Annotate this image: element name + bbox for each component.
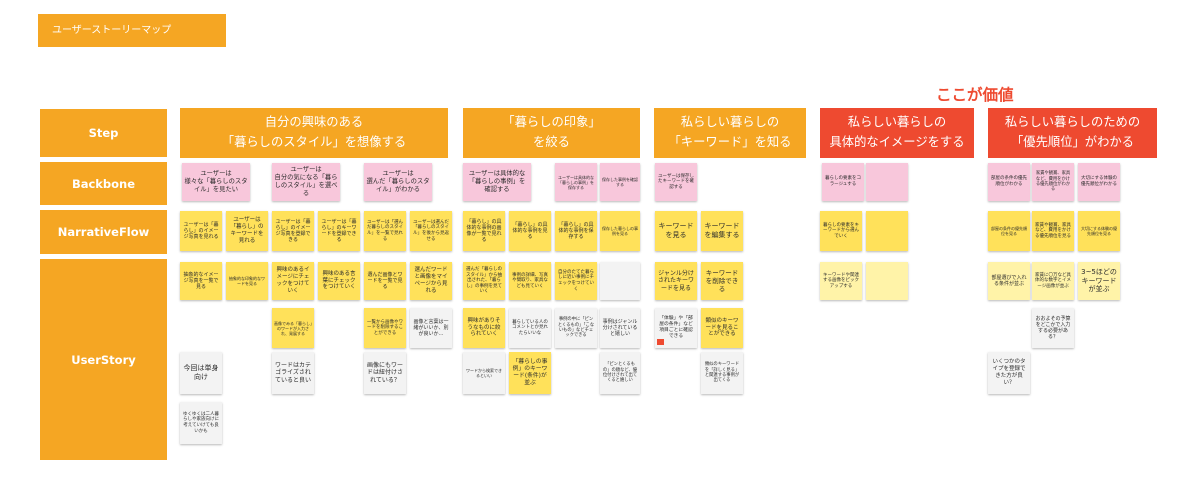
backbone-note[interactable]: ユーザーは 自分の気になる「暮らしのスタイル」を選べる	[272, 163, 340, 201]
user-story-note[interactable]: 家賃に〇万など具体的な数字とイメージ画像が並ぶ	[1032, 262, 1074, 300]
user-story-note[interactable]: 事例の詳細、写真や間取り、家具なども見ていく	[509, 262, 551, 300]
user-story-note[interactable]: 事例の中に「ピンとくるもの」「こないもの」などチェックできる	[555, 308, 597, 348]
narrative-note[interactable]: ユーザーは「選んだ暮らしのスタイル」を一覧で見れる	[364, 211, 406, 251]
user-story-note[interactable]: 興味のある言葉にチェックをつけていく	[318, 262, 360, 300]
narrative-note[interactable]: ユーザーは「暮らし」のキーワードを見れる	[226, 211, 268, 251]
empty-sticky-note[interactable]	[866, 211, 908, 251]
step-header-1[interactable]: 自分の興味のある 「暮らしのスタイル」を想像する	[180, 108, 448, 158]
narrative-note[interactable]: ユーザーは「暮らし」のイメージ写真を見れる	[180, 211, 222, 251]
user-story-note[interactable]: 選んだワードと画像をマイページから見れる	[410, 262, 452, 300]
user-story-note[interactable]: いくつかのタイプを登録できた方が良い？	[988, 352, 1030, 394]
narrative-note[interactable]: 「暮らし」の具体的な事例を見る	[509, 211, 551, 251]
user-story-note[interactable]: 事例はジャンル分けされていると嬉しい	[600, 308, 640, 348]
narrative-note[interactable]: 「暮らし」の具体的な事例の画像が一覧で見れる	[463, 211, 505, 251]
backbone-note[interactable]: 部屋の条件の優先順位がわかる	[988, 163, 1030, 201]
narrative-note[interactable]: ユーザーは選んだ「暮らしのスタイル」を後から見返せる	[410, 211, 452, 251]
user-story-note[interactable]: 画像と言葉は一緒がいいか、別が良いか…	[410, 308, 452, 348]
user-story-note[interactable]: キーワードを削除できる	[701, 262, 743, 300]
user-story-note[interactable]: 抽象的なイメージ写真を一覧で見る	[180, 262, 222, 300]
narrative-note[interactable]: キーワードを編集する	[701, 211, 743, 251]
backbone-note[interactable]: 保存した事例を確認する	[600, 163, 640, 201]
narrative-note[interactable]: 保存した暮らしの事例を見る	[600, 211, 640, 251]
board-title[interactable]: ユーザーストーリーマップ	[38, 14, 226, 47]
narrative-note[interactable]: 暮らしの要素をキーワードから選んでいく	[820, 211, 862, 251]
user-story-note[interactable]: 「ピンとくるもの」の順など、優位付けされて出てくると嬉しい	[600, 352, 640, 394]
user-story-note[interactable]: 選んだ画像とワードを一覧で見る	[364, 262, 406, 300]
backbone-note[interactable]: ユーザーは具体的な「暮らしの事例」を保存する	[555, 163, 597, 201]
row-label-narrative-flow[interactable]: NarrativeFlow	[40, 210, 167, 254]
user-story-note[interactable]: ゆくゆくは二人暮らしや家族向けに考えていけても良いかも	[180, 402, 222, 444]
empty-sticky-note[interactable]	[600, 262, 640, 300]
user-story-note[interactable]: 画像にもワードは紐付けされている？	[364, 352, 406, 394]
user-story-note[interactable]: 興味のあるイメージにチェックをつけていく	[272, 262, 314, 300]
user-story-note[interactable]: ジャンル分けされたキーワードを見る	[655, 262, 697, 300]
user-story-note[interactable]: 今回は単身向け	[180, 352, 222, 394]
empty-sticky-note[interactable]	[866, 262, 908, 300]
backbone-note[interactable]: 大切にする体験の優先順位がわかる	[1078, 163, 1120, 201]
user-story-note[interactable]: キーワードや関連する画像をピックアップする	[820, 262, 862, 300]
step-header-3[interactable]: 私らしい暮らしの 「キーワード」を知る	[654, 108, 806, 158]
narrative-note[interactable]: 部屋の条件の優先順位を見る	[988, 211, 1030, 251]
backbone-note[interactable]: ユーザーは 選んだ「暮らしのスタイル」がわかる	[364, 163, 432, 201]
step-header-5[interactable]: 私らしい暮らしのための 「優先順位」がわかる	[988, 108, 1157, 158]
user-story-note[interactable]: 画像でみる「暮らし」のワードが入力され、発展する	[272, 308, 314, 348]
user-story-note[interactable]: 自分のたてた暮らしに近い事例にチェックをつけていく	[555, 262, 597, 300]
user-story-note[interactable]: 3~5ほどのキーワードが並ぶ	[1078, 262, 1120, 300]
user-story-note[interactable]: おおよその予算をどこかで入力する必要がある？	[1032, 308, 1074, 348]
row-label-user-story[interactable]: UserStory	[40, 259, 167, 460]
user-story-note[interactable]: 一覧から画像やワードを削除することができる	[364, 308, 406, 348]
user-story-note[interactable]: 暮らしている人のコメントとか見れたらいいな	[509, 308, 551, 348]
red-marker	[657, 339, 664, 345]
empty-sticky-note[interactable]	[866, 163, 908, 201]
narrative-note[interactable]: ユーザーは「暮らし」のイメージ写真を登録できる	[272, 211, 314, 251]
step-header-4[interactable]: 私らしい暮らしの 具体的なイメージをする	[820, 108, 974, 158]
user-story-note[interactable]: 類似のキーワードを「詳しく見る」と関連する事例が出てくる	[701, 352, 743, 394]
user-story-note[interactable]: ワードから検索できるといい	[463, 352, 505, 394]
backbone-note[interactable]: ユーザーは具体的な 「暮らしの事例」を 確認する	[463, 163, 531, 201]
backbone-note[interactable]: ユーザーは保存したキーワードを確認する	[655, 163, 697, 201]
backbone-note[interactable]: 家賃や観賞、家具など、費用をかける優先順位がわかる	[1032, 163, 1074, 201]
value-callout-text[interactable]: ここが価値	[936, 86, 1014, 104]
user-story-note[interactable]: 部屋選びで入れる条件が並ぶ	[988, 262, 1030, 300]
user-story-note[interactable]: 類似のキーワードを見ることができる	[701, 308, 743, 348]
narrative-note[interactable]: 大切にする体験の優先順位を見る	[1078, 211, 1120, 251]
narrative-note[interactable]: キーワードを見る	[655, 211, 697, 251]
user-story-note[interactable]: 興味がありそうなものに絞られていく	[463, 308, 505, 348]
backbone-note[interactable]: ユーザーは 様々な「暮らしのスタイル」を見たい	[182, 163, 250, 201]
row-label-backbone[interactable]: Backbone	[40, 162, 167, 205]
row-label-step[interactable]: Step	[40, 109, 167, 157]
user-story-note[interactable]: 抽象的な印象的なワードを見る	[226, 262, 268, 300]
backbone-note[interactable]: 暮らしの要素をコラージュする	[822, 163, 864, 201]
user-story-note[interactable]: ワードはカテゴライズされていると良い	[272, 352, 314, 394]
narrative-note[interactable]: 「暮らし」の具体的な事例を保存する	[555, 211, 597, 251]
narrative-note[interactable]: 家賃や観賞、家具など、費用をかける優先順位を見る	[1032, 211, 1074, 251]
narrative-note[interactable]: ユーザーは「暮らし」のキーワードを登録できる	[318, 211, 360, 251]
user-story-note[interactable]: 選んだ「暮らしのスタイル」から抽出された、「暮らし」の事例を見ていく	[463, 262, 505, 300]
step-header-2[interactable]: 「暮らしの印象」 を絞る	[463, 108, 640, 158]
user-story-note[interactable]: 「暮らしの事例」のキーワード(条件)が並ぶ	[509, 352, 551, 394]
